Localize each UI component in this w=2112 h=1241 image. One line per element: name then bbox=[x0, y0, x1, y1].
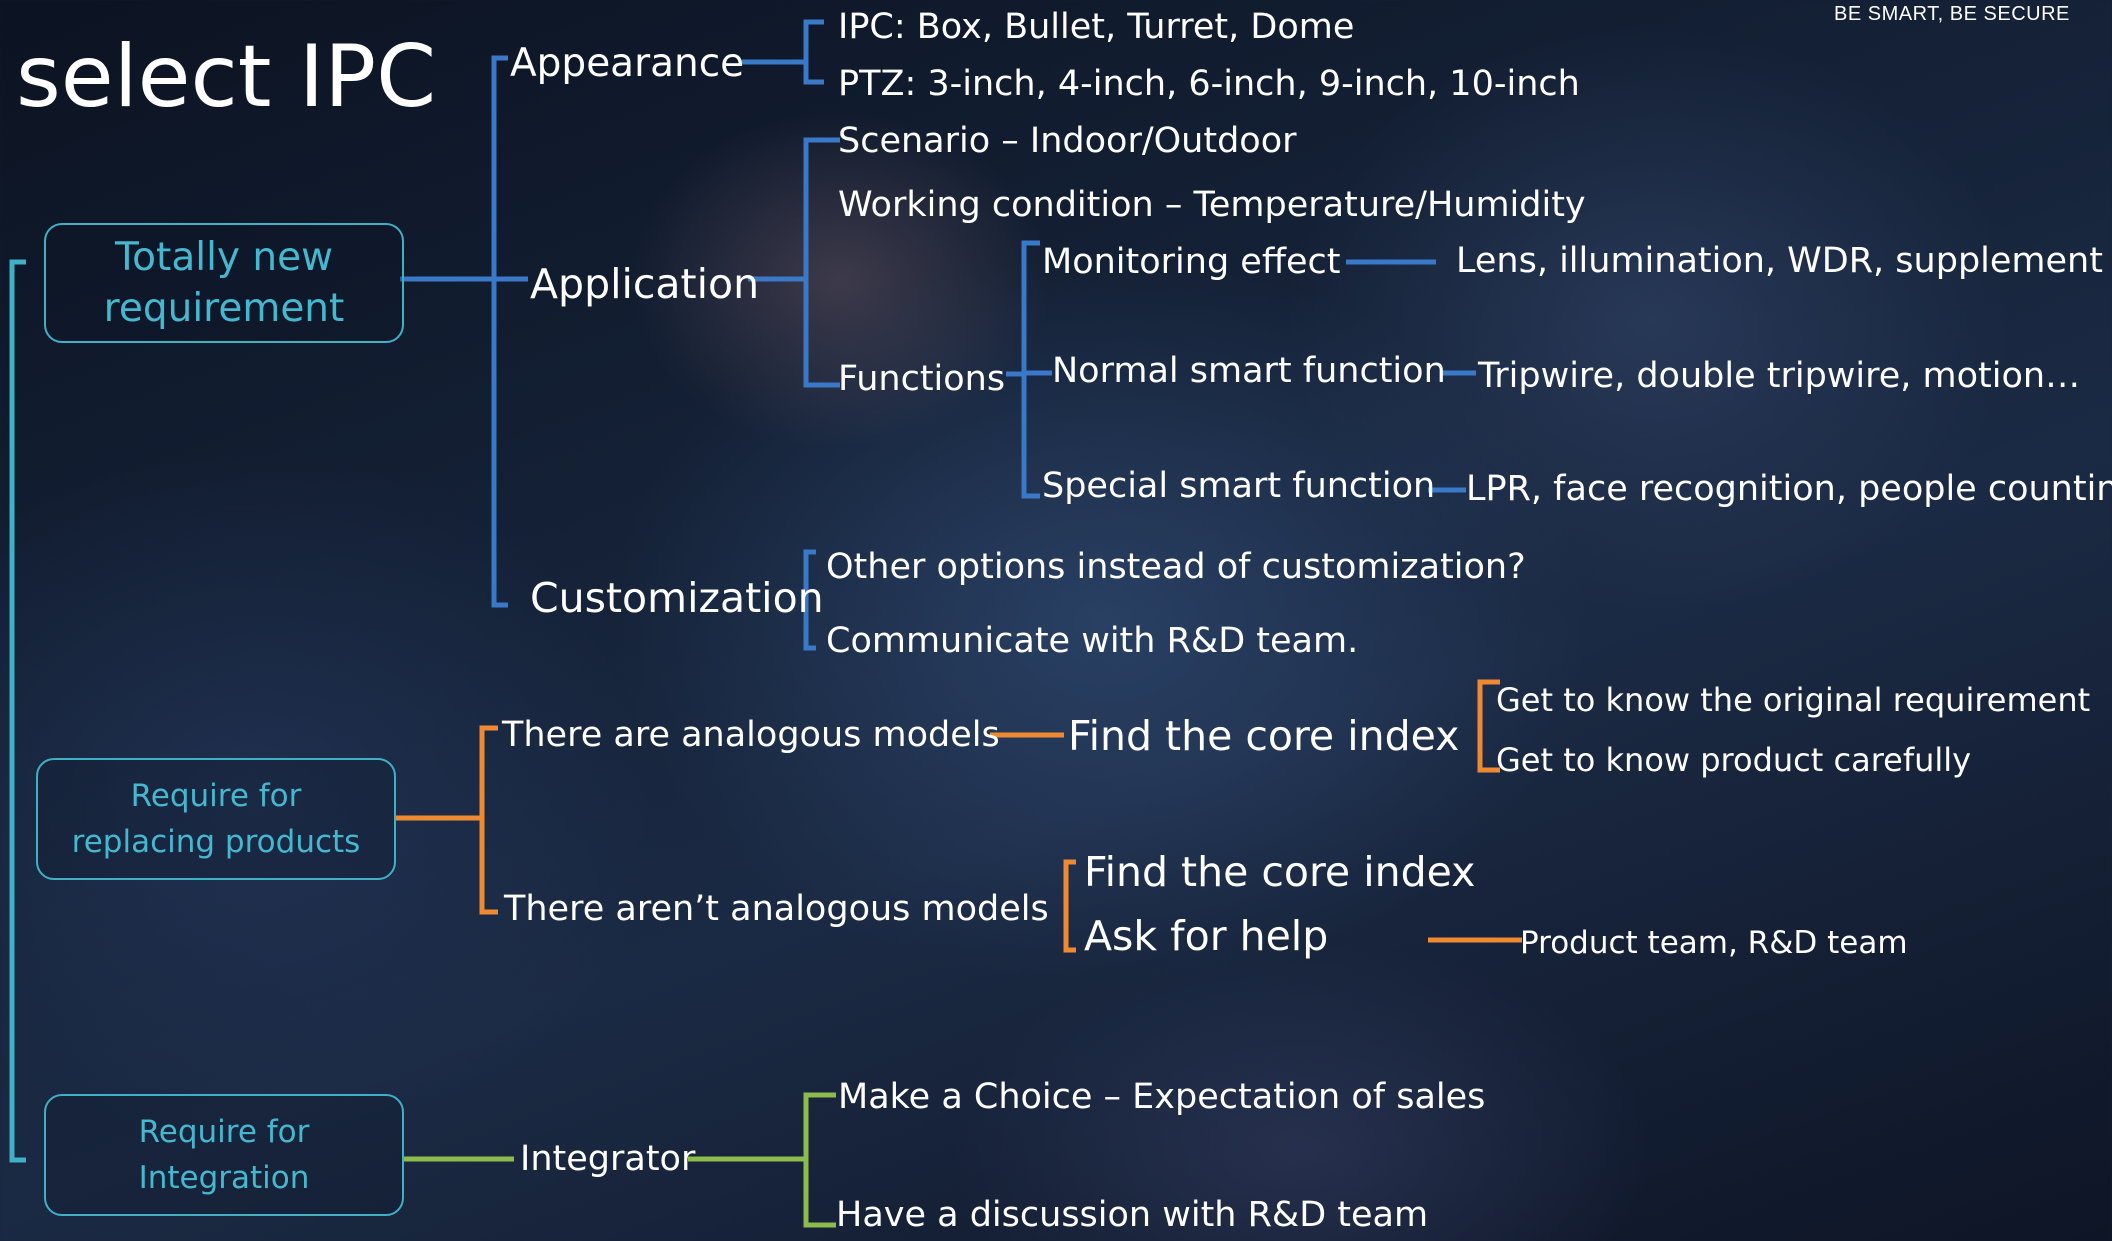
customization-bracket bbox=[803, 549, 816, 651]
application-scenario: Scenario – Indoor/Outdoor bbox=[838, 121, 1297, 161]
application-bracket bbox=[803, 137, 840, 388]
no-analogous-core-index: Find the core index bbox=[1084, 848, 1476, 896]
node-integrator: Integrator bbox=[520, 1139, 696, 1179]
functions-bracket bbox=[1021, 240, 1040, 499]
step-know-product: Get to know product carefully bbox=[1496, 741, 1972, 779]
function-normal-smart: Normal smart function bbox=[1052, 351, 1446, 391]
analogous-core-index: Find the core index bbox=[1068, 712, 1460, 760]
node-functions: Functions bbox=[838, 359, 1006, 399]
appearance-bracket bbox=[803, 19, 824, 85]
root-new-line1: Totally new bbox=[114, 235, 333, 280]
root-integration: Require for Integration bbox=[44, 1094, 404, 1216]
replace-bracket bbox=[479, 725, 498, 915]
customization-item-options: Other options instead of customization? bbox=[826, 547, 1526, 587]
monitoring-detail: Lens, illumination, WDR, supplement bbox=[1456, 241, 2103, 281]
appearance-item-ipc: IPC: Box, Bullet, Turret, Dome bbox=[838, 7, 1355, 47]
appearance-item-ptz: PTZ: 3-inch, 4-inch, 6-inch, 9-inch, 10-… bbox=[838, 64, 1580, 104]
root-replace-line2: replacing products bbox=[71, 824, 361, 860]
help-teams: Product team, R&D team bbox=[1520, 925, 1908, 961]
brand-slogan: BE SMART, BE SECURE bbox=[1834, 3, 2070, 25]
customization-item-communicate: Communicate with R&D team. bbox=[826, 621, 1359, 661]
root-totally-new-requirement: Totally new requirement bbox=[44, 223, 404, 343]
steps-bracket bbox=[1477, 679, 1500, 773]
function-special-smart: Special smart function bbox=[1042, 466, 1436, 506]
no-analogous-bracket bbox=[1063, 859, 1076, 953]
application-working-condition: Working condition – Temperature/Humidity bbox=[838, 185, 1586, 225]
root-replacing-products: Require for replacing products bbox=[36, 758, 396, 880]
root-new-line2: requirement bbox=[103, 286, 345, 331]
no-analogous-ask-help: Ask for help bbox=[1084, 912, 1329, 960]
node-analogous-models: There are analogous models bbox=[502, 715, 1000, 755]
special-detail: LPR, face recognition, people counting bbox=[1466, 469, 2112, 509]
node-customization: Customization bbox=[530, 574, 824, 622]
root-integration-line2: Integration bbox=[138, 1160, 310, 1196]
node-no-analogous-models: There aren’t analogous models bbox=[504, 889, 1049, 929]
root-replace-line1: Require for bbox=[130, 778, 302, 814]
node-appearance: Appearance bbox=[510, 41, 745, 86]
normal-detail: Tripwire, double tripwire, motion… bbox=[1478, 356, 2081, 396]
node-application: Application bbox=[530, 260, 760, 308]
level1-bracket bbox=[491, 55, 508, 608]
integration-item-choice: Make a Choice – Expectation of sales bbox=[838, 1077, 1486, 1117]
function-monitoring-effect: Monitoring effect bbox=[1042, 242, 1341, 282]
integration-item-discussion: Have a discussion with R&D team bbox=[836, 1195, 1429, 1235]
integration-bracket bbox=[803, 1092, 836, 1228]
slide-title: select IPC bbox=[16, 27, 437, 127]
root-integration-line1: Require for bbox=[138, 1114, 310, 1150]
step-original-requirement: Get to know the original requirement bbox=[1496, 681, 2091, 719]
root-spine bbox=[9, 259, 26, 1163]
